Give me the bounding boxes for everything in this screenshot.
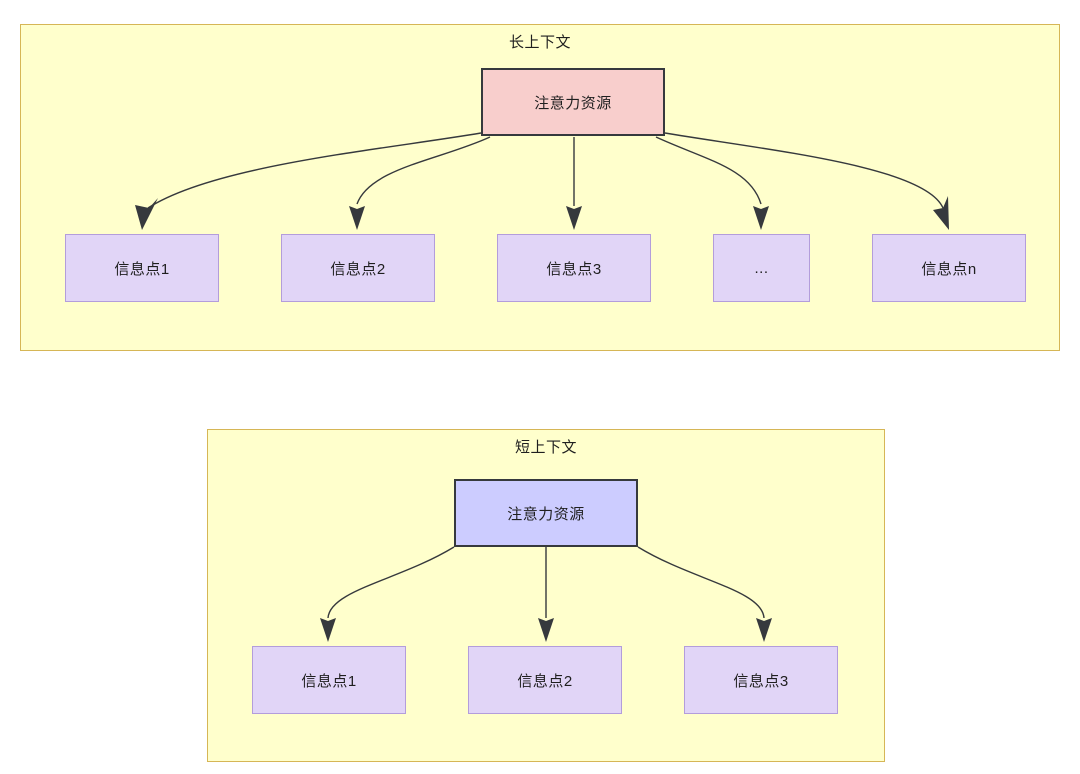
group-short-context-title: 短上下文 [514, 439, 577, 456]
node-info-point-long-ellipsis[interactable]: ... [713, 234, 810, 302]
node-info-point-long-3[interactable]: 信息点3 [497, 234, 651, 302]
node-info-point-short-1[interactable]: 信息点1 [252, 646, 406, 714]
node-attention-resource-long[interactable]: 注意力资源 [481, 68, 665, 136]
node-info-point-short-2[interactable]: 信息点2 [468, 646, 622, 714]
node-info-point-long-2[interactable]: 信息点2 [281, 234, 435, 302]
node-info-point-long-1[interactable]: 信息点1 [65, 234, 219, 302]
group-long-context-title: 长上下文 [508, 34, 571, 51]
node-info-point-long-n[interactable]: 信息点n [872, 234, 1026, 302]
node-attention-resource-short[interactable]: 注意力资源 [454, 479, 638, 547]
node-info-point-short-3[interactable]: 信息点3 [684, 646, 838, 714]
